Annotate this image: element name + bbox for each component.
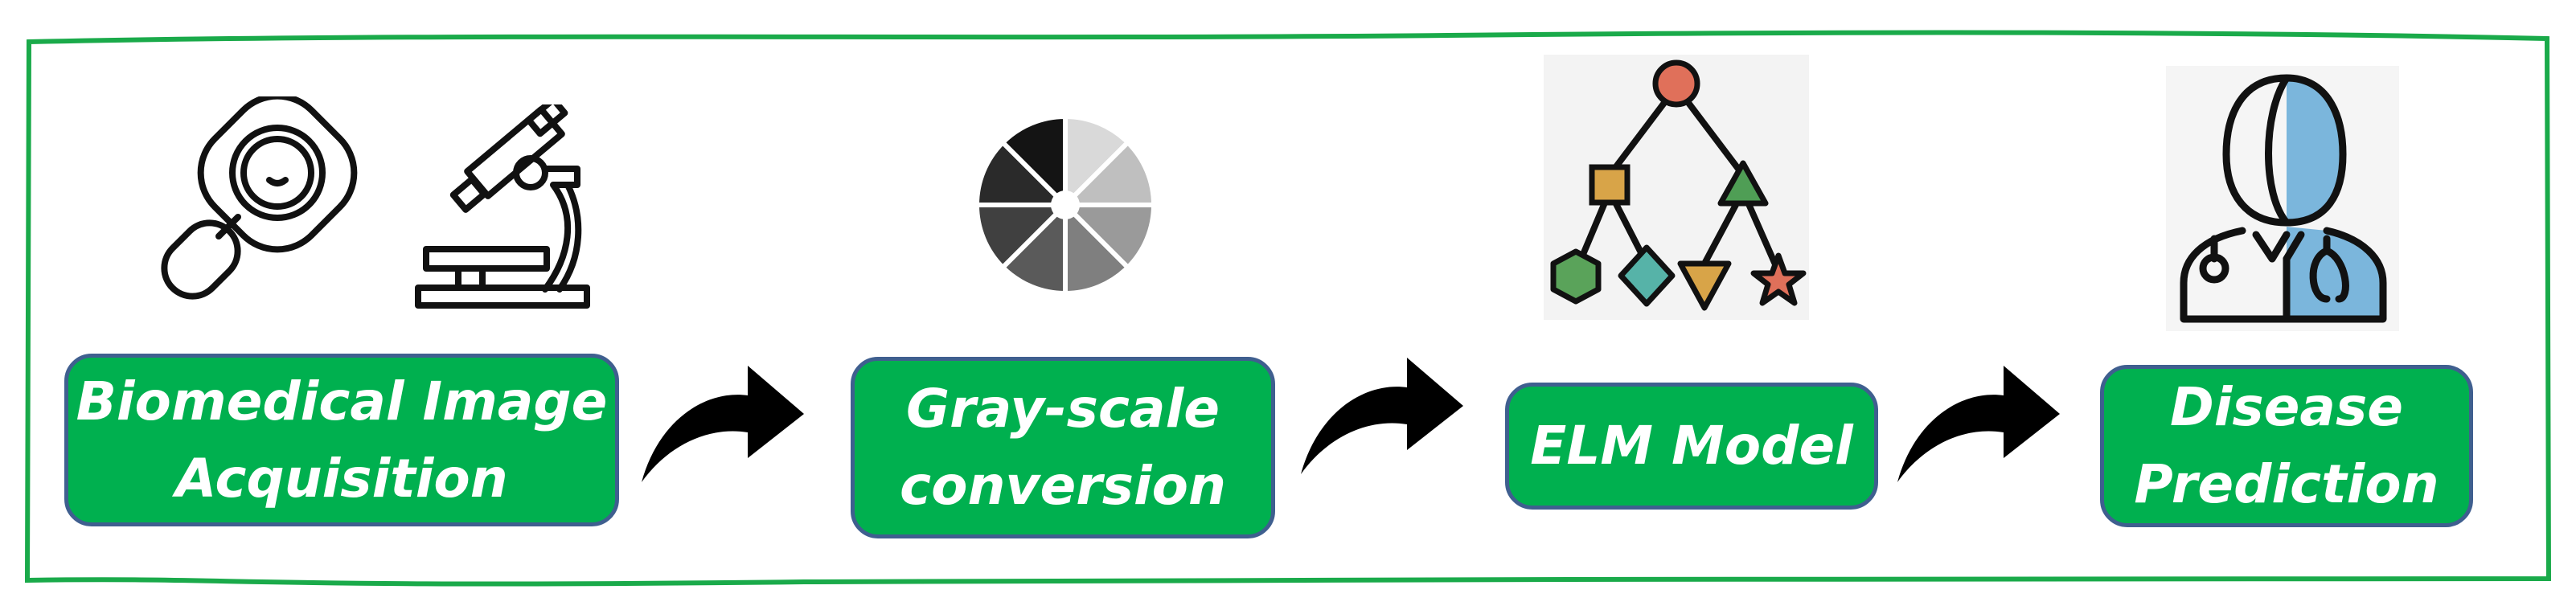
step-grayscale-conversion: Gray-scale conversion [851,357,1275,538]
doctor-icon [2166,66,2399,331]
microscope-icon [415,104,590,309]
tree-model-icon [1544,55,1809,320]
step-elm-model: ELM Model [1505,383,1878,510]
frame-border [24,30,2552,587]
step-biomedical-image-acquisition: Biomedical Image Acquisition [64,354,619,526]
step-disease-prediction: Disease Prediction [2100,365,2473,527]
grayscale-wheel-icon [974,113,1157,297]
arrow-icon [1897,366,2060,482]
magnifier-icon [161,96,358,300]
arrow-icon [642,366,804,482]
arrow-icon [1301,358,1463,474]
